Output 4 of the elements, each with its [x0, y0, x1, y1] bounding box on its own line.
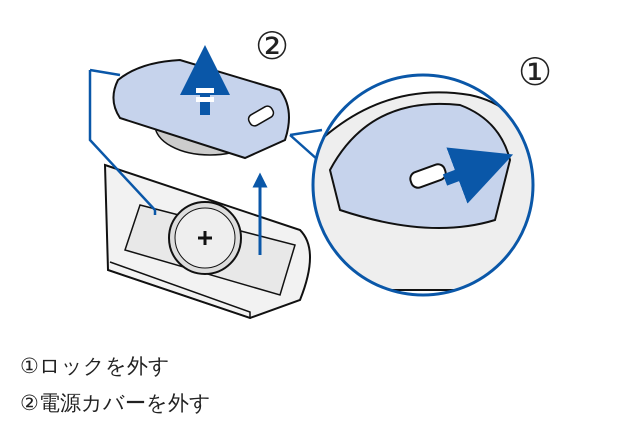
callout-number: ② — [255, 26, 290, 68]
step-text: ①ロックを外す — [20, 355, 170, 378]
step-text: ②電源カバーを外す — [20, 392, 211, 416]
callout-number: ① — [518, 52, 552, 94]
